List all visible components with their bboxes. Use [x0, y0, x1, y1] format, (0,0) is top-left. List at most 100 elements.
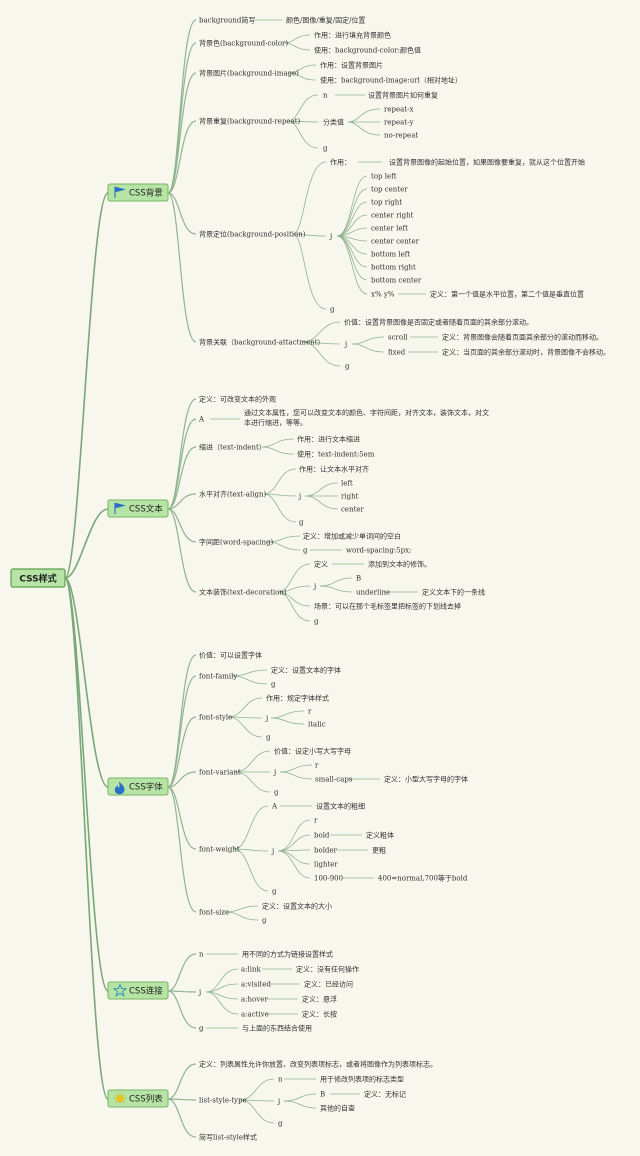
- node: top right: [371, 199, 402, 207]
- flame-icon: [114, 781, 125, 795]
- node: j: [265, 715, 268, 723]
- category-label: CSS连接: [129, 986, 163, 997]
- root-node[interactable]: CSS样式: [10, 568, 66, 588]
- node: 作用：进行填充背景颜色: [314, 31, 391, 40]
- node: 定义：没有任何操作: [296, 965, 359, 974]
- node: bottom center: [371, 277, 422, 285]
- node: font-size: [199, 909, 229, 917]
- node: j: [273, 769, 276, 777]
- node: 背景重复(background-repeat): [199, 117, 301, 126]
- node: small-caps: [315, 776, 353, 784]
- node: j: [329, 233, 332, 241]
- node: a:link: [241, 966, 262, 974]
- node: 价值：设置背景图像是否固定或者随着页面的其余部分滚动。: [344, 318, 533, 327]
- node: 定义：悬浮: [302, 995, 337, 1004]
- node: 使用：background-image:url（相对地址）: [320, 76, 462, 85]
- node: 定义：当页面的其余部分滚动时，背景图像不会移动。: [442, 348, 610, 357]
- category-css-font[interactable]: CSS字体: [107, 777, 169, 796]
- node: font-style: [199, 714, 232, 722]
- category-label: CSS字体: [129, 782, 163, 793]
- node: 其他的自查: [320, 1104, 355, 1113]
- node: center center: [371, 238, 420, 246]
- node: 与上面的东西结合使用: [242, 1024, 312, 1033]
- node: 设置背景图片如何重复: [368, 91, 438, 100]
- node: font-weight: [199, 846, 240, 854]
- node: 用不同的方式为链接设置样式: [242, 950, 333, 959]
- node: g: [330, 306, 335, 314]
- node: 背景关联（background-attactment）: [199, 338, 325, 347]
- node: 作用：设置背景图片: [320, 61, 383, 70]
- node: A: [198, 416, 205, 424]
- node: 颜色/图像/重复/固定/位置: [286, 16, 365, 25]
- node: 定义：设置文本的字体: [271, 666, 341, 675]
- node: 定义：列表属性允许你放置、改变列表项标志，或者将图像作为列表项标志。: [199, 1060, 437, 1069]
- node: 背景定位(background-position): [199, 230, 306, 239]
- node: 场景：可以在那个毛标签里把标签的下划线去掉: [314, 602, 461, 611]
- node: scroll: [388, 334, 408, 342]
- node: g: [262, 917, 267, 925]
- node: 缩进（text-indent）: [199, 443, 266, 452]
- node: g: [274, 789, 279, 797]
- node: x% y%: [371, 291, 395, 299]
- category-css-text[interactable]: CSS文本: [107, 499, 169, 518]
- trunk-css-font: [64, 577, 109, 788]
- category-css-background[interactable]: CSS背景: [107, 183, 169, 202]
- node: 定义：设置文本的大小: [262, 902, 332, 911]
- node: g: [278, 1120, 283, 1128]
- node: font-variant: [199, 769, 241, 777]
- node: g: [199, 1025, 204, 1033]
- node: center right: [371, 212, 414, 220]
- node: 添加到文本的修饰。: [368, 560, 431, 569]
- node: 定义：长按: [302, 1010, 337, 1019]
- node: italic: [308, 721, 326, 729]
- node: 背景图片(background-image): [199, 69, 299, 78]
- node: g: [345, 363, 350, 371]
- root-label: CSS样式: [19, 573, 56, 585]
- node: 使用：text-indent:5em: [297, 450, 375, 459]
- node: a:hover: [241, 996, 268, 1004]
- category-css-link[interactable]: CSS连接: [107, 981, 169, 1000]
- node: right: [341, 493, 359, 501]
- node: bottom left: [371, 251, 410, 259]
- node: 价值：设定小写大写字母: [274, 747, 351, 756]
- node: 定义：增加或减少单词间的空白: [303, 532, 401, 541]
- category-label: CSS文本: [129, 504, 163, 515]
- node: 定义：无标记: [364, 1090, 406, 1099]
- trunk-css-list: [64, 577, 109, 1100]
- node: j: [344, 341, 347, 349]
- node: font-family: [199, 673, 237, 681]
- node: 定义：可改变文本的外观: [199, 395, 276, 404]
- trunk-css-background: [64, 192, 109, 579]
- node: 400=normal,700等于bold: [378, 874, 468, 883]
- category-css-list[interactable]: CSS列表: [107, 1089, 169, 1108]
- node: 分类值: [323, 118, 344, 127]
- node: underline: [356, 589, 390, 597]
- node: 定义：已经访问: [304, 980, 353, 989]
- node: center: [341, 506, 365, 514]
- node: j: [298, 493, 301, 501]
- node: no-repeat: [384, 132, 418, 140]
- node: top center: [371, 186, 408, 194]
- node: a:visited: [241, 981, 272, 989]
- category-label: CSS列表: [129, 1094, 163, 1105]
- node: left: [341, 480, 353, 488]
- node: background简写: [199, 16, 255, 25]
- node: a:active: [241, 1011, 269, 1019]
- node: 设置文本的粗细: [316, 802, 365, 811]
- node: 简写list-style样式: [199, 1133, 257, 1142]
- node: g: [323, 145, 328, 153]
- node: 作用：让文本水平对齐: [299, 465, 369, 474]
- node: n: [323, 92, 328, 100]
- node: bolder: [314, 847, 338, 855]
- node: g: [272, 888, 277, 896]
- flag-icon: [114, 186, 126, 198]
- node: top left: [371, 173, 397, 181]
- node: 定义：第一个值是水平位置，第二个值是垂直位置: [430, 290, 584, 299]
- node: A: [271, 803, 278, 811]
- node: g: [314, 618, 319, 626]
- node: 更粗: [372, 846, 386, 855]
- node: 用于修改列表项的标志类型: [320, 1075, 404, 1084]
- sun-icon: [114, 1092, 126, 1105]
- node: fixed: [388, 349, 406, 357]
- category-label: CSS背景: [129, 188, 163, 199]
